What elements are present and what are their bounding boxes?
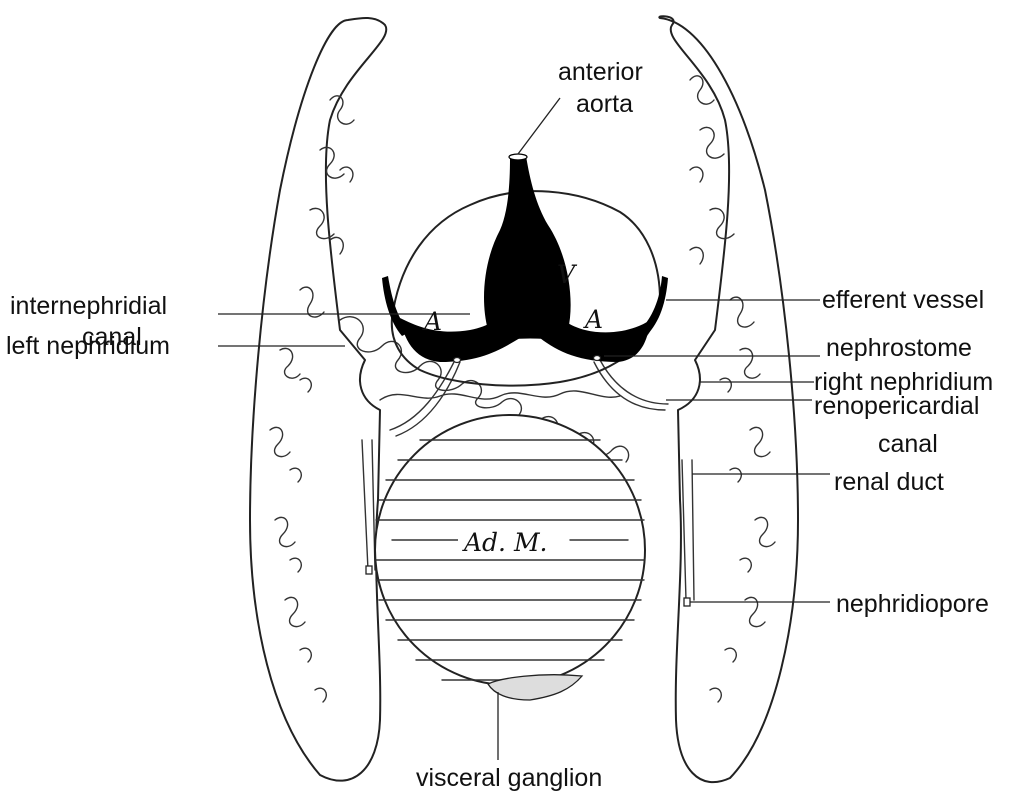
label-anterior: anterior [558,58,643,86]
mark-adductor-muscle: Ad. M. [462,528,548,557]
right-renal-duct [682,460,694,600]
label-renopericardial-canal: canal [878,430,938,458]
left-lobe-inner-tubules [270,96,354,702]
label-renal-duct: renal duct [834,468,944,496]
leader-anterior-aorta [518,98,560,154]
right-lobe-outline [659,16,798,782]
right-nephrostome [594,356,601,361]
label-renopericardial: renopericardial [814,392,979,420]
left-lobe-outline [250,18,386,781]
mark-left-auricle: A [422,307,442,336]
label-aorta: aorta [576,90,633,118]
left-lobe [250,18,386,781]
right-nephridiopore [684,598,690,606]
label-nephrostome: nephrostome [826,334,972,362]
ventricle [484,156,571,340]
left-auricle [400,310,520,362]
label-nephridiopore: nephridiopore [836,590,989,618]
right-lobe [659,16,798,782]
mark-ventricle: V [557,260,578,289]
label-visceral-ganglion: visceral ganglion [416,764,602,792]
efferent-vessel-right [640,276,668,336]
aorta-opening [509,154,527,160]
label-efferent-vessel: efferent vessel [822,286,984,314]
left-nephrostome [454,358,461,363]
mark-right-auricle: A [583,305,603,334]
internephridial-tissue-lower [380,391,620,400]
left-nephridiopore [366,566,372,574]
right-lobe-inner-tubules [690,76,775,702]
left-renal-duct [362,440,375,570]
label-internephridial-canal: canal [82,323,142,351]
label-internephridial: internephridial [10,292,167,320]
